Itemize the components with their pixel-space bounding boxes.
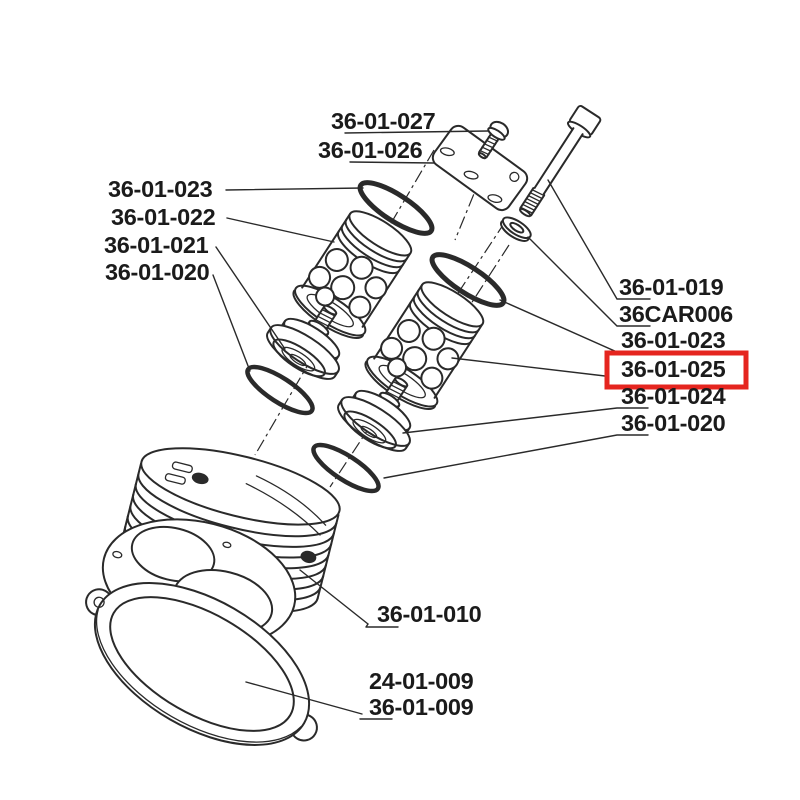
oring-top-right-drawing bbox=[429, 252, 507, 308]
highlight-box bbox=[604, 350, 749, 390]
leader-oring-top-left bbox=[225, 187, 364, 191]
part-label-36-01-024[interactable]: 36-01-024 bbox=[621, 383, 726, 409]
cylinder-bore-small bbox=[130, 525, 216, 583]
part-label-36-01-027[interactable]: 36-01-027 bbox=[331, 108, 436, 134]
bolt-drawing bbox=[518, 105, 602, 218]
part-label-36-01-020-right[interactable]: 36-01-020 bbox=[621, 410, 726, 436]
leader-oring-bottom-left bbox=[212, 274, 251, 372]
washer-drawing bbox=[500, 216, 532, 242]
bracket-plate bbox=[431, 124, 529, 212]
leader-oring-bottom-right bbox=[383, 434, 649, 479]
leader-filter-right bbox=[451, 357, 606, 377]
part-label-36-01-023-right[interactable]: 36-01-023 bbox=[621, 327, 726, 353]
cylinder-port-hole bbox=[191, 472, 209, 485]
leader-screw bbox=[344, 130, 489, 134]
leader-lines bbox=[212, 130, 651, 720]
leader-valve-right bbox=[402, 407, 649, 434]
part-label-24-01-009[interactable]: 24-01-009 bbox=[369, 668, 474, 694]
axis-chain-right bbox=[329, 221, 506, 488]
part-label-36-01-025-highlighted[interactable]: 36-01-025 bbox=[621, 356, 726, 382]
cylinder-threaded-hole bbox=[300, 550, 317, 564]
gasket-inner bbox=[109, 596, 295, 732]
cylinder-face-dot-2 bbox=[222, 541, 232, 549]
leader-gasket bbox=[245, 681, 393, 720]
leader-valve-left bbox=[215, 246, 286, 350]
screw-drawing bbox=[477, 120, 510, 160]
oring-top-left-drawing bbox=[357, 180, 435, 236]
bracket-drawing bbox=[431, 124, 529, 212]
oring-bottom-right-drawing bbox=[311, 442, 381, 494]
valve-right-drawing bbox=[337, 376, 412, 452]
bracket-screw-hole bbox=[509, 171, 520, 183]
gasket-drawing bbox=[85, 582, 318, 746]
bolt-tip bbox=[519, 207, 532, 218]
bolt-threads bbox=[520, 189, 545, 214]
part-label-36-01-026[interactable]: 36-01-026 bbox=[318, 137, 423, 163]
part-label-36-01-021[interactable]: 36-01-021 bbox=[104, 232, 209, 258]
cartridge-top bbox=[348, 210, 413, 257]
part-labels: 36-01-027 36-01-026 36-01-023 36-01-022 … bbox=[104, 108, 733, 720]
oring-bottom-left-drawing bbox=[245, 364, 315, 416]
leader-bracket bbox=[349, 161, 435, 164]
screw-threads bbox=[479, 136, 499, 156]
cartridge-holes bbox=[308, 247, 388, 319]
bracket-slot-2 bbox=[463, 170, 479, 180]
part-label-36-01-023-left[interactable]: 36-01-023 bbox=[108, 176, 213, 202]
cartridge-top bbox=[420, 281, 485, 328]
bracket-slot-3 bbox=[487, 194, 503, 204]
axis-screw bbox=[454, 149, 493, 241]
leader-cylinder-head bbox=[299, 569, 399, 628]
gasket-eyelet bbox=[93, 596, 105, 608]
leader-bolt bbox=[547, 179, 651, 300]
cylinder-top-grooves bbox=[245, 475, 327, 536]
axis-bolt bbox=[435, 244, 510, 359]
part-label-36-01-022[interactable]: 36-01-022 bbox=[111, 204, 216, 230]
leader-filter-left bbox=[226, 217, 335, 243]
part-label-36-01-020-left[interactable]: 36-01-020 bbox=[105, 259, 210, 285]
cylinder-slot-2 bbox=[164, 473, 186, 485]
leader-washer bbox=[527, 236, 651, 327]
washer-hole bbox=[509, 221, 525, 234]
part-label-36-01-009[interactable]: 36-01-009 bbox=[369, 694, 474, 720]
cylinder-slot-1 bbox=[171, 461, 193, 474]
gasket-outer bbox=[93, 582, 311, 746]
cylinder-top-face bbox=[140, 447, 341, 526]
part-label-36-01-019[interactable]: 36-01-019 bbox=[619, 274, 724, 300]
valve-stem-threads bbox=[385, 380, 407, 399]
bracket-slot-1 bbox=[439, 147, 455, 157]
cartridge-holes bbox=[380, 318, 460, 390]
valve-stem-threads bbox=[314, 308, 336, 327]
cylinder-face-dot-1 bbox=[112, 550, 123, 559]
part-label-36CAR006[interactable]: 36CAR006 bbox=[619, 301, 733, 327]
part-label-36-01-010[interactable]: 36-01-010 bbox=[377, 601, 482, 627]
